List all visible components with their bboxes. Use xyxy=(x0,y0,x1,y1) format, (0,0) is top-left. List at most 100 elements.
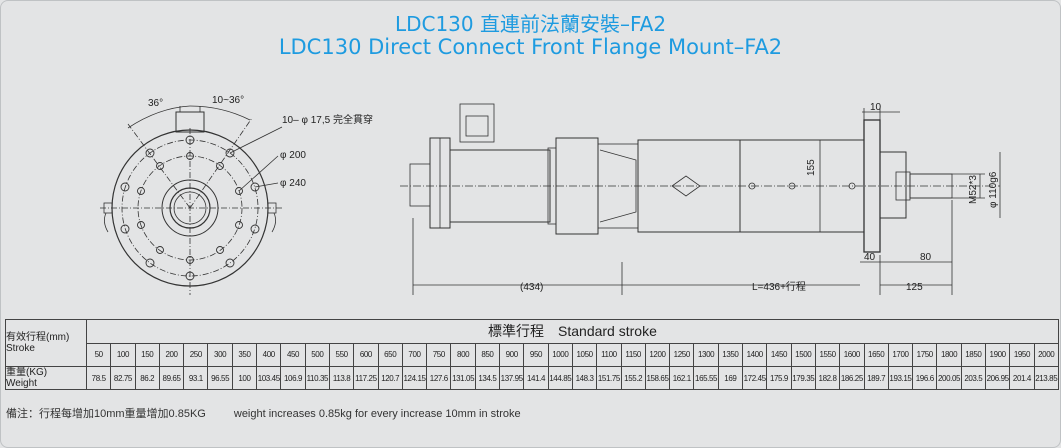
stroke-cell: 1650 xyxy=(863,342,889,367)
dim-10: 10 xyxy=(870,102,882,113)
weight-cell: 186.25 xyxy=(839,366,865,390)
weight-cell: 148.3 xyxy=(571,366,598,390)
stroke-cell: 250 xyxy=(183,342,209,367)
dim-phi-110: φ 110g6 xyxy=(988,171,999,208)
dim-434: (434) xyxy=(520,282,543,293)
title-chinese: LDC130 直連前法蘭安裝–FA2 xyxy=(394,12,667,36)
stroke-cell: 1150 xyxy=(620,342,646,367)
weight-cell: 86.2 xyxy=(134,366,160,390)
weight-cell: 93.1 xyxy=(183,366,209,390)
weight-note: 備注：行程每增加10mm重量增加0.85KG weight increases 0… xyxy=(6,405,521,421)
weight-cell: 200.05 xyxy=(936,366,962,390)
angle-label-36: 36° xyxy=(148,98,163,109)
weight-cell: 103.45 xyxy=(256,366,282,390)
weight-cell: 213.85 xyxy=(1033,366,1059,390)
stroke-cell: 200 xyxy=(158,342,185,367)
weight-cell: 172.45 xyxy=(742,366,768,390)
stroke-cell: 1600 xyxy=(839,342,865,367)
stroke-cell: 750 xyxy=(426,342,452,367)
stroke-cell: 400 xyxy=(256,342,282,367)
weight-cell: 206.95 xyxy=(984,366,1011,390)
stroke-cell: 1250 xyxy=(669,342,695,367)
stroke-cell: 1700 xyxy=(887,342,914,367)
weight-cell: 134.5 xyxy=(474,366,501,390)
dim-length-formula: L=436+行程 xyxy=(752,280,806,293)
weight-cell: 131.05 xyxy=(450,366,476,390)
stroke-cell: 1300 xyxy=(693,342,719,367)
weight-cell: 175.9 xyxy=(766,366,792,390)
weight-cell: 100 xyxy=(231,366,258,390)
stroke-cell: 1050 xyxy=(571,342,598,367)
weight-cell: 155.2 xyxy=(620,366,646,390)
weight-cell: 169 xyxy=(717,366,744,390)
dim-40: 40 xyxy=(864,252,876,263)
dim-125: 125 xyxy=(906,282,923,293)
stroke-cell: 500 xyxy=(304,342,330,367)
weight-cell: 89.65 xyxy=(158,366,185,390)
weight-cell: 120.7 xyxy=(377,366,403,390)
stroke-cell: 1950 xyxy=(1009,342,1035,367)
weight-cell: 117.25 xyxy=(353,366,379,390)
stroke-cell: 1750 xyxy=(912,342,938,367)
weight-cell: 124.15 xyxy=(401,366,428,390)
weight-cell: 137.95 xyxy=(499,366,525,390)
actuator-side-view xyxy=(400,103,1001,295)
stroke-cell: 1500 xyxy=(790,342,816,367)
weight-cell: 182.8 xyxy=(814,366,841,390)
stroke-cell: 450 xyxy=(280,342,306,367)
stroke-cell: 650 xyxy=(377,342,403,367)
stroke-cell: 150 xyxy=(134,342,160,367)
dim-m52: M52*3 xyxy=(968,175,979,204)
weight-cell: 179.35 xyxy=(790,366,816,390)
weight-cell: 189.7 xyxy=(863,366,889,390)
weight-cell: 151.75 xyxy=(596,366,622,390)
stroke-cell: 1400 xyxy=(742,342,768,367)
stroke-cell: 1800 xyxy=(936,342,962,367)
stroke-cell: 350 xyxy=(231,342,258,367)
flange-front-view xyxy=(100,105,284,295)
weight-cell: 96.55 xyxy=(207,366,233,390)
angle-label-range: 10~36° xyxy=(212,95,244,106)
weight-cell: 193.15 xyxy=(887,366,914,390)
stroke-cell: 1850 xyxy=(960,342,986,367)
weight-cell: 201.4 xyxy=(1009,366,1035,390)
stroke-cell: 550 xyxy=(328,342,355,367)
weight-cell: 78.5 xyxy=(85,366,112,390)
weight-cell: 162.1 xyxy=(669,366,695,390)
stroke-cell: 2000 xyxy=(1033,342,1059,367)
stroke-cell: 1000 xyxy=(547,342,573,367)
technical-drawing: 36° 10~36° 10– φ 17,5 完全貫穿 φ 200 φ 240 xyxy=(100,95,1001,295)
stroke-cell: 100 xyxy=(110,342,136,367)
stroke-cell: 900 xyxy=(499,342,525,367)
stroke-cell: 1450 xyxy=(766,342,792,367)
dim-155: 155 xyxy=(806,159,817,176)
weight-label: 重量(KG)Weight xyxy=(5,366,87,390)
stroke-cell: 600 xyxy=(353,342,379,367)
stroke-cell: 1100 xyxy=(596,342,622,367)
note-chinese: 備注：行程每增加10mm重量增加0.85KG xyxy=(6,408,206,420)
title-english: LDC130 Direct Connect Front Flange Mount… xyxy=(278,35,783,59)
stroke-cell: 950 xyxy=(523,342,549,367)
stroke-cell: 800 xyxy=(450,342,476,367)
note-english: weight increases 0.85kg for every increa… xyxy=(233,408,521,420)
weight-cell: 158.65 xyxy=(644,366,671,390)
stroke-cell: 1550 xyxy=(814,342,841,367)
weight-cell: 141.4 xyxy=(523,366,549,390)
pcd-240-label: φ 240 xyxy=(280,178,306,189)
weight-cell: 203.5 xyxy=(960,366,986,390)
dim-80: 80 xyxy=(920,252,932,263)
weight-cell: 165.55 xyxy=(693,366,719,390)
weight-cell: 144.85 xyxy=(547,366,573,390)
stroke-cell: 1350 xyxy=(717,342,744,367)
weight-cell: 196.6 xyxy=(912,366,938,390)
stroke-cell: 50 xyxy=(85,342,112,367)
weight-cell: 82.75 xyxy=(110,366,136,390)
weight-cell: 127.6 xyxy=(426,366,452,390)
stroke-label: 有效行程(mm)Stroke xyxy=(5,319,87,367)
standard-stroke-header: 標準行程 Standard stroke xyxy=(86,319,1059,344)
stroke-cell: 1900 xyxy=(984,342,1011,367)
weight-cell: 106.9 xyxy=(280,366,306,390)
